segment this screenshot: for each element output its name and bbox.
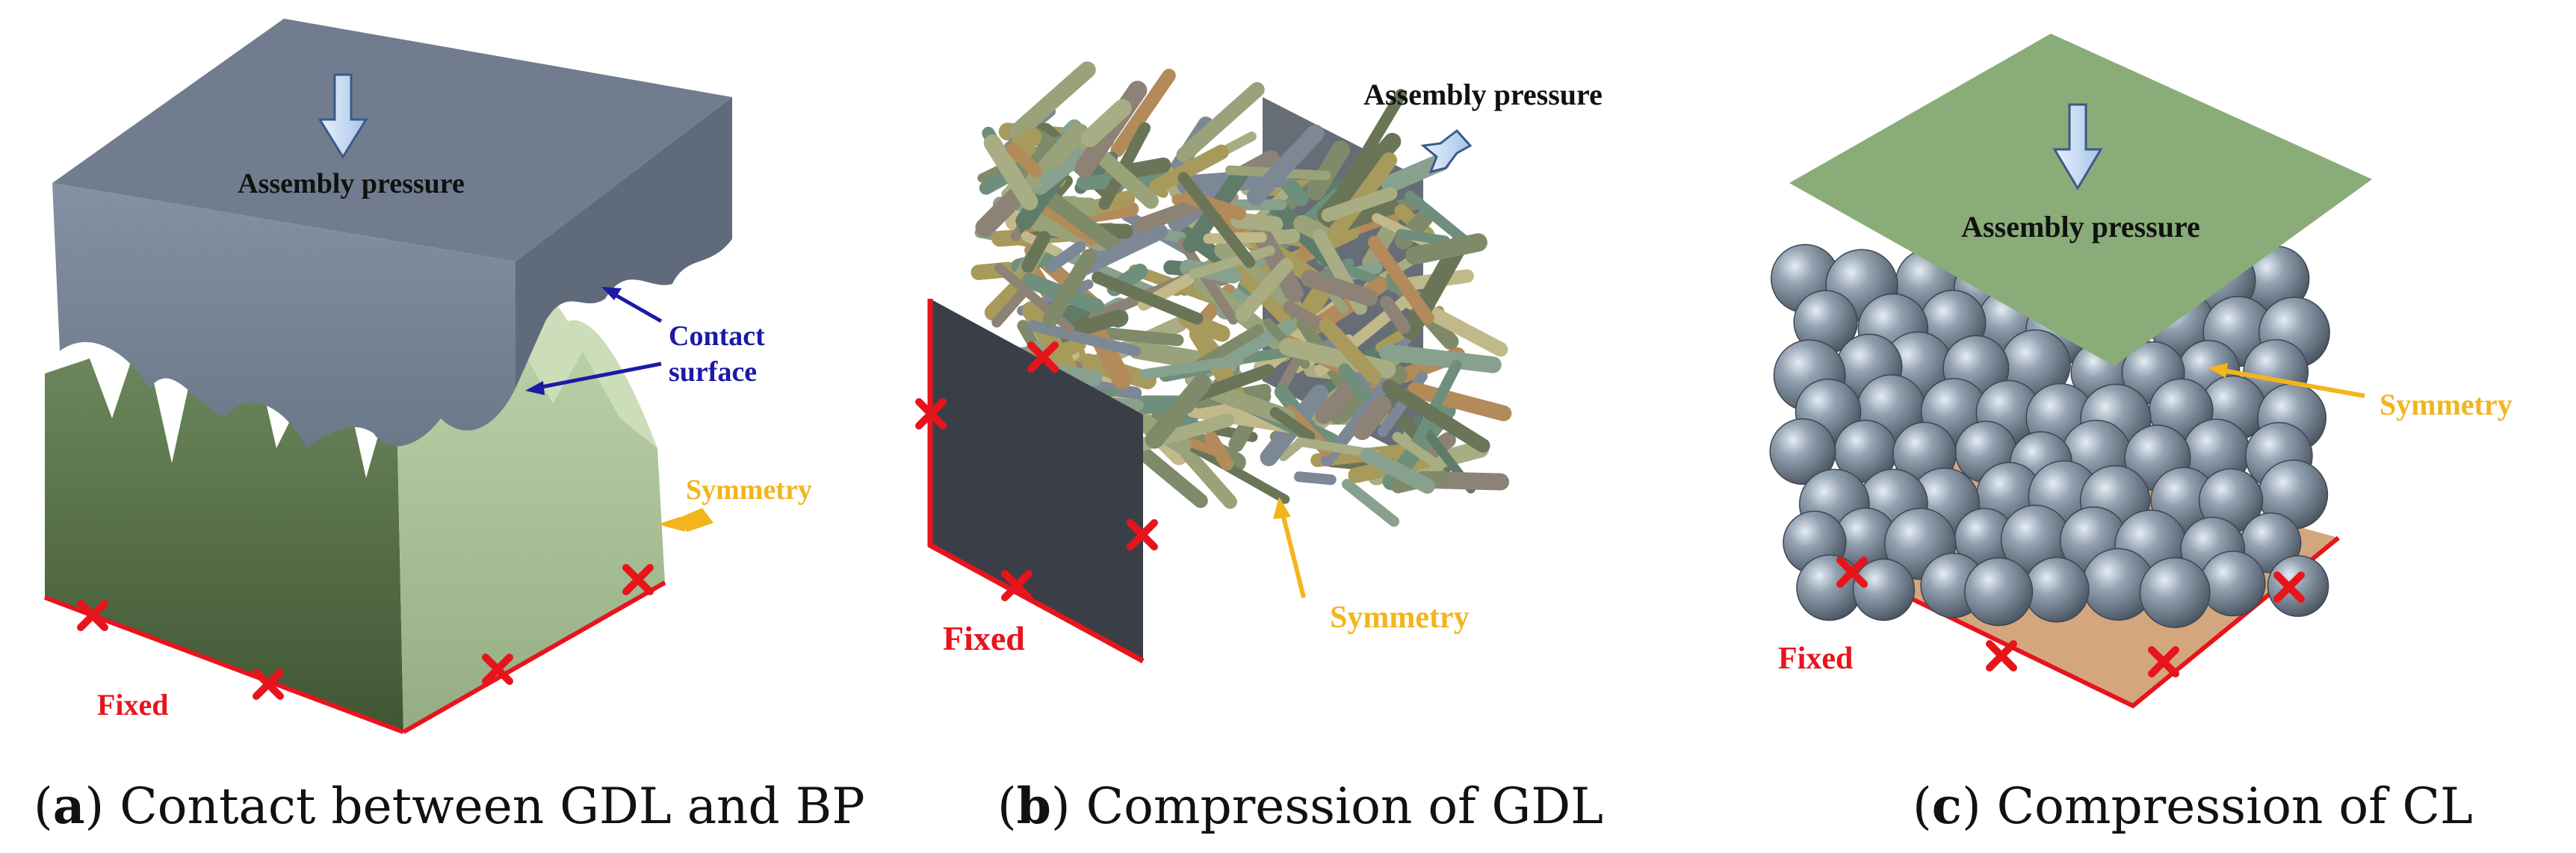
fiber bbox=[1407, 382, 1512, 421]
fiber bbox=[1145, 373, 1212, 449]
contact-label-line1: Contact bbox=[669, 320, 765, 352]
fiber bbox=[1251, 223, 1304, 303]
fiber bbox=[1015, 136, 1058, 183]
fixed-label-c: Fixed bbox=[1778, 642, 1853, 676]
symmetry-arrow-icon bbox=[2208, 363, 2365, 398]
down-arrow-icon bbox=[2052, 103, 2103, 190]
fixed-label-a: Fixed bbox=[97, 688, 169, 722]
pressure-label-b: Assembly pressure bbox=[1363, 78, 1603, 111]
fiber bbox=[1235, 258, 1294, 323]
fiber bbox=[1110, 69, 1176, 158]
fiber bbox=[1082, 312, 1132, 390]
caption-b: (b) Compression of GDL bbox=[997, 777, 1603, 835]
fixed-label-b: Fixed bbox=[943, 619, 1025, 657]
fiber bbox=[1125, 157, 1171, 179]
fiber bbox=[1405, 233, 1487, 265]
sphere bbox=[1769, 418, 1836, 486]
fiber bbox=[1177, 238, 1239, 325]
fiber bbox=[1321, 187, 1398, 222]
contact-arrow-icon bbox=[525, 287, 663, 395]
sphere bbox=[1796, 554, 1863, 621]
fiber bbox=[1246, 124, 1325, 205]
fiber bbox=[1006, 142, 1043, 178]
fiber bbox=[1045, 241, 1086, 273]
fiber bbox=[1342, 479, 1399, 527]
panel-b: Assembly pressure Symmetry Fixed bbox=[915, 61, 1603, 664]
fiber bbox=[1405, 190, 1473, 248]
fiber bbox=[1316, 132, 1402, 225]
symmetry-label-a: Symmetry bbox=[686, 474, 812, 506]
fiber bbox=[1009, 61, 1096, 140]
fixed-plate bbox=[930, 299, 1143, 661]
fiber bbox=[1080, 99, 1132, 147]
fixed-constraint-icon bbox=[1836, 556, 2305, 677]
caption-c: (c) Compression of CL bbox=[1913, 777, 2473, 835]
fiber bbox=[1269, 406, 1316, 442]
fiber bbox=[1042, 249, 1097, 328]
fixed-constraint-icon bbox=[77, 564, 654, 700]
contact-label-line2: surface bbox=[669, 356, 757, 388]
fiber bbox=[1176, 81, 1265, 163]
fiber bbox=[1149, 144, 1229, 194]
down-arrow-icon bbox=[1420, 128, 1473, 174]
fiber bbox=[1294, 471, 1337, 486]
svg-text:(c) Compression of CL: (c) Compression of CL bbox=[1913, 777, 2473, 835]
fiber bbox=[1360, 447, 1435, 494]
down-arrow-icon bbox=[318, 73, 368, 159]
top-plate bbox=[1789, 34, 2372, 366]
sphere bbox=[2199, 550, 2266, 617]
bipolar-plate bbox=[52, 19, 732, 448]
fiber bbox=[1378, 344, 1502, 373]
pressure-label-c: Assembly pressure bbox=[1961, 210, 2200, 244]
fiber bbox=[1180, 446, 1237, 509]
fiber bbox=[1367, 235, 1434, 325]
fiber bbox=[1133, 196, 1207, 233]
fiber bbox=[1139, 355, 1244, 380]
fiber bbox=[1352, 396, 1392, 441]
fiber bbox=[1338, 363, 1371, 402]
fiber bbox=[1301, 270, 1378, 306]
sphere bbox=[2139, 556, 2211, 628]
fiber bbox=[1392, 432, 1445, 471]
fiber bbox=[1306, 140, 1350, 201]
fiber bbox=[1381, 379, 1490, 453]
fiber bbox=[1380, 295, 1411, 334]
fiber bbox=[1195, 324, 1264, 370]
fiber bbox=[1187, 364, 1275, 403]
panel-c: Assembly pressure Symmetry Fixed bbox=[1769, 34, 2512, 709]
caption-a: (a) Contact between GDL and BP bbox=[34, 777, 865, 835]
fiber bbox=[1396, 229, 1450, 246]
fiber bbox=[1230, 212, 1284, 232]
fiber bbox=[1183, 437, 1227, 459]
fixed-constraint-icon bbox=[915, 341, 1158, 601]
fiber bbox=[1027, 320, 1142, 357]
symmetry-arrow-icon bbox=[657, 508, 713, 532]
fiber bbox=[1319, 317, 1381, 385]
sphere bbox=[1852, 558, 1916, 621]
fiber bbox=[1021, 231, 1051, 273]
fiber bbox=[1177, 172, 1256, 268]
symmetry-label-b: Symmetry bbox=[1330, 601, 1470, 635]
fiber bbox=[1340, 88, 1407, 193]
symmetry-label-c: Symmetry bbox=[2380, 388, 2512, 421]
sphere bbox=[2023, 556, 2090, 623]
fiber bbox=[1102, 327, 1184, 347]
panel-a: Assembly pressure Contact surface Symmet… bbox=[43, 19, 812, 734]
fiber bbox=[1022, 301, 1077, 377]
sphere-cluster bbox=[1769, 244, 2330, 628]
symmetry-arrow-icon bbox=[1273, 497, 1306, 598]
fiber bbox=[1092, 271, 1204, 325]
fiber bbox=[1187, 442, 1290, 504]
sphere bbox=[2267, 555, 2329, 617]
sphere bbox=[1964, 557, 2034, 627]
svg-text:(a) Contact between GDL and BP: (a) Contact between GDL and BP bbox=[34, 777, 865, 835]
fiber bbox=[1098, 122, 1151, 210]
fiber bbox=[1078, 224, 1168, 276]
fiber bbox=[1131, 441, 1208, 509]
svg-text:(b) Compression of GDL: (b) Compression of GDL bbox=[997, 777, 1603, 835]
fiber bbox=[983, 134, 1038, 211]
fiber bbox=[1188, 245, 1275, 279]
pressure-label-a: Assembly pressure bbox=[238, 168, 465, 199]
